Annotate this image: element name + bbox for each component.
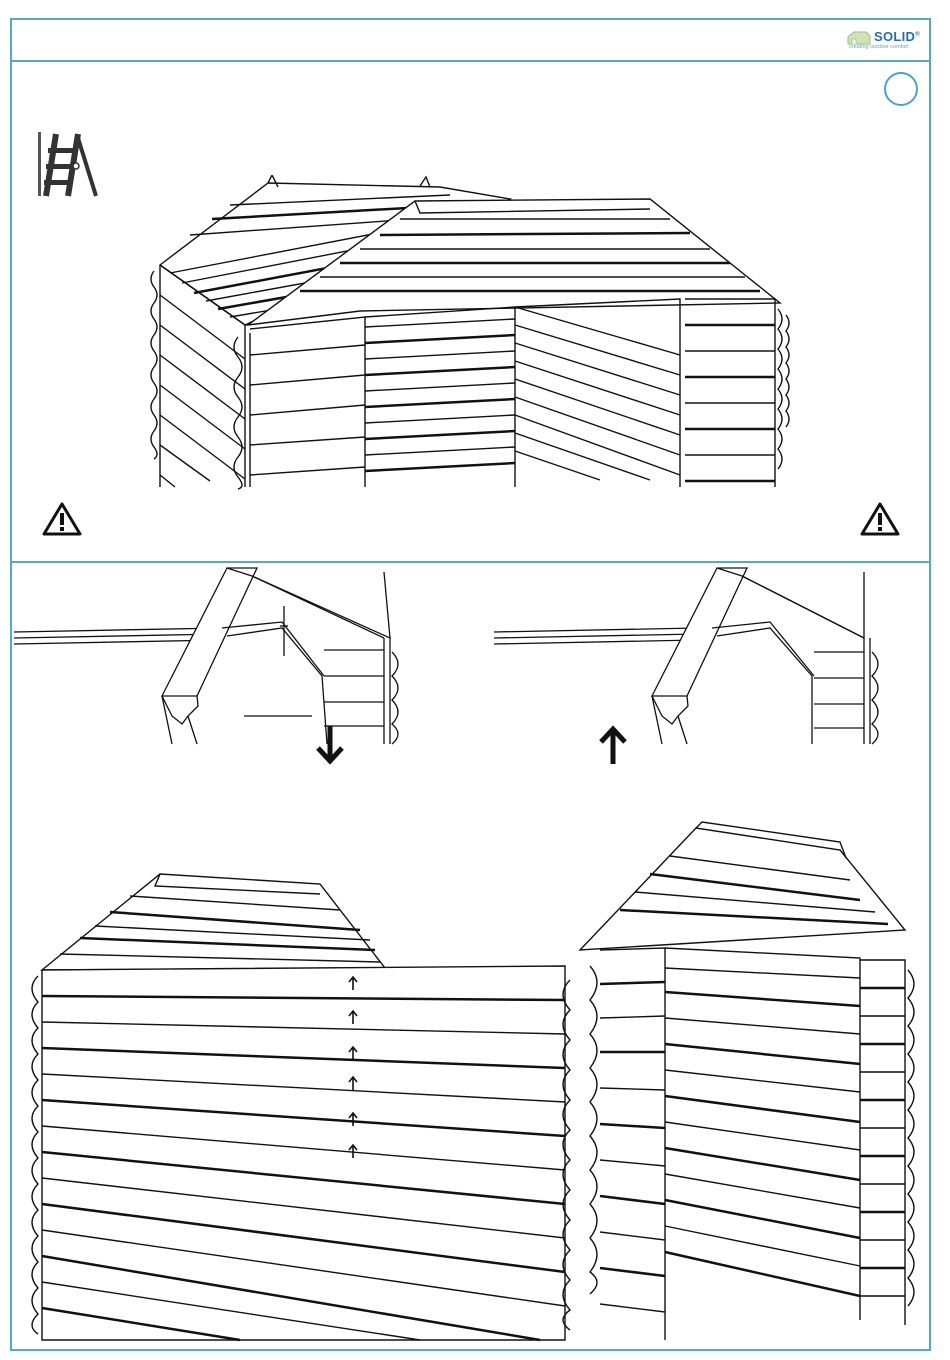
roof-beam-detail-left <box>12 566 412 748</box>
cabin-roof-illustration <box>130 175 810 490</box>
arrow-down-icon <box>310 724 350 766</box>
section-divider <box>10 561 931 563</box>
step-number-circle <box>884 72 918 106</box>
brand-logo: SOLID® creating outdoor comfort <box>846 28 924 54</box>
roof-beam-detail-right <box>492 566 892 748</box>
cabin-walls-illustration <box>20 820 930 1350</box>
warning-triangle-icon <box>860 502 900 536</box>
ladder-icon <box>38 130 100 200</box>
page-header <box>10 18 931 62</box>
brand-tagline: creating outdoor comfort <box>849 44 909 50</box>
warning-triangle-icon <box>42 502 82 536</box>
brand-name: SOLID® <box>874 29 920 44</box>
arrow-up-icon <box>593 724 633 766</box>
